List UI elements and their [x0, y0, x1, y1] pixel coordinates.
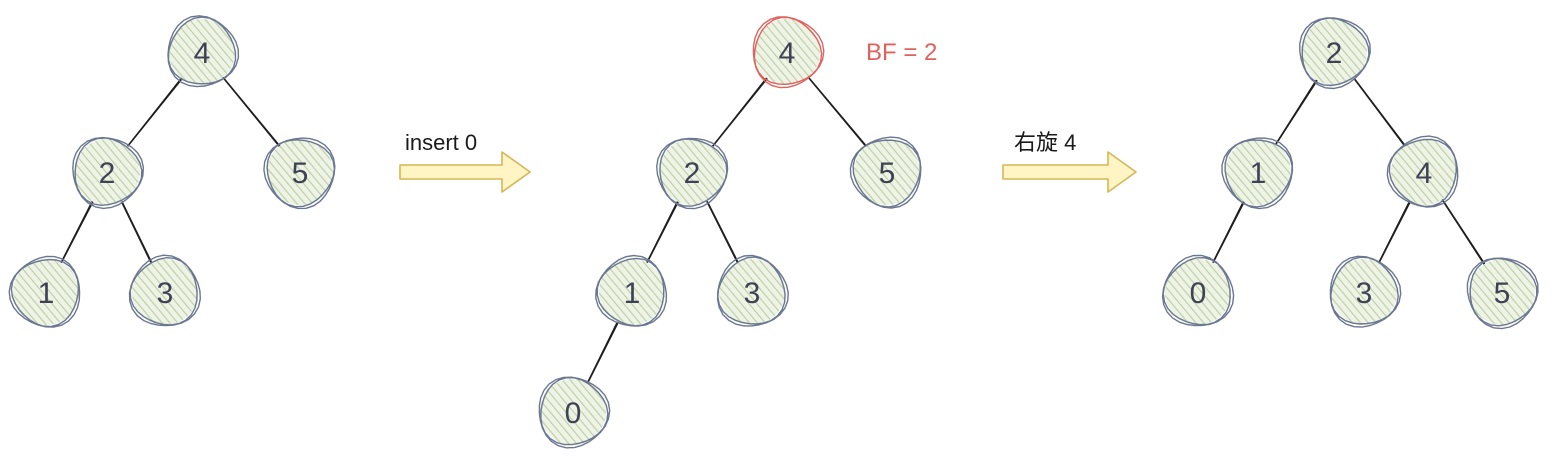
edge-after-rotate-n4-n5 — [1440, 198, 1486, 266]
arrow-rotate: 右旋 4 — [1002, 130, 1137, 193]
balance-factor-label: BF = 2 — [866, 39, 937, 66]
edge-after-insert-n2-n1 — [645, 200, 680, 264]
node-after-insert-n0: 0 — [538, 376, 611, 449]
node-outline — [72, 136, 145, 210]
node-outline — [538, 376, 611, 449]
node-outline-highlight — [752, 16, 825, 89]
node-fill — [754, 19, 820, 85]
node-fill — [719, 259, 785, 325]
node-label: 0 — [565, 397, 582, 430]
node-after-insert-n4: 4 — [752, 16, 825, 89]
node-outline — [167, 15, 240, 88]
node-outline — [1161, 254, 1235, 327]
nodes-layer: 4 2 5 1 3 4 2 5 1 3 0 2 1 4 0 3 5 — [8, 15, 1539, 449]
node-fill — [540, 379, 606, 445]
node-label: 4 — [194, 37, 211, 70]
node-label: 5 — [879, 157, 896, 190]
edge-after-rotate-n1-n0 — [1211, 200, 1246, 264]
node-after-insert-n1: 1 — [595, 254, 668, 327]
edge-after-rotate-n2-n4 — [1352, 77, 1407, 147]
edge-after-insert-n2-n3 — [705, 200, 740, 264]
node-label: 4 — [1416, 157, 1433, 190]
arrow-label: 右旋 4 — [1014, 130, 1076, 155]
arrow-insert: insert 0 — [399, 130, 531, 193]
node-fill — [169, 19, 235, 85]
node-after-rotate-n5: 5 — [1466, 257, 1539, 330]
node-outline — [1299, 17, 1371, 90]
arrow-label: insert 0 — [405, 130, 477, 155]
node-outline — [595, 254, 668, 327]
node-after-insert-n5: 5 — [849, 136, 922, 209]
node-before-n5: 5 — [263, 137, 336, 210]
edge-before-n4-n5 — [221, 76, 282, 148]
node-label: 1 — [1250, 157, 1267, 190]
arrow-body — [399, 151, 531, 193]
node-fill — [267, 139, 333, 205]
arrows-layer: insert 0 右旋 4 — [399, 130, 1137, 193]
node-outline — [849, 136, 922, 209]
node-outline — [1386, 135, 1459, 208]
node-after-rotate-n2: 2 — [1299, 17, 1371, 90]
node-outline — [655, 137, 729, 210]
edge-before-n2-n3 — [120, 200, 153, 264]
node-outline — [1221, 137, 1294, 210]
node-after-rotate-n3: 3 — [1329, 255, 1402, 328]
node-after-rotate-n1: 1 — [1221, 137, 1294, 210]
edge-after-insert-n4-n5 — [807, 76, 868, 148]
node-label: 5 — [292, 157, 309, 190]
edge-before-n4-n2 — [126, 76, 184, 148]
node-outline — [263, 137, 336, 210]
node-label: 5 — [1494, 277, 1511, 310]
node-fill — [1301, 19, 1367, 85]
node-fill — [74, 139, 140, 205]
node-label: 1 — [624, 277, 641, 310]
node-before-n3: 3 — [128, 254, 202, 327]
node-after-rotate-n0: 0 — [1161, 254, 1235, 327]
node-before-n2: 2 — [72, 136, 145, 210]
node-label: 1 — [38, 277, 55, 310]
node-fill — [1165, 259, 1231, 325]
node-label: 3 — [1356, 277, 1373, 310]
node-fill — [1391, 139, 1457, 205]
edges-layer — [59, 76, 1486, 384]
arrow-body — [1002, 151, 1137, 193]
node-label: 4 — [779, 37, 796, 70]
node-after-rotate-n4: 4 — [1386, 135, 1459, 208]
node-after-insert-n3: 3 — [716, 254, 789, 327]
node-outline — [128, 254, 202, 327]
node-outline — [716, 254, 789, 327]
node-label: 3 — [744, 277, 761, 310]
node-label: 3 — [157, 277, 174, 310]
node-before-n4: 4 — [167, 15, 240, 88]
node-fill — [132, 259, 198, 325]
edge-after-rotate-n2-n1 — [1274, 78, 1319, 146]
node-fill — [1331, 259, 1397, 325]
node-fill — [1469, 259, 1535, 325]
node-fill — [13, 259, 79, 325]
node-outline — [1329, 255, 1402, 328]
node-fill — [659, 139, 725, 205]
node-outline — [8, 255, 81, 328]
node-label: 2 — [684, 157, 701, 190]
node-fill — [854, 139, 920, 205]
node-fill — [1225, 139, 1291, 205]
edge-before-n2-n1 — [59, 200, 95, 264]
labels-layer: BF = 2 — [866, 39, 937, 66]
node-label: 0 — [1190, 277, 1207, 310]
node-fill — [599, 259, 665, 325]
node-outline — [1466, 257, 1539, 330]
node-after-insert-n2: 2 — [655, 137, 729, 210]
edge-after-insert-n4-n2 — [711, 76, 769, 148]
node-label: 2 — [99, 157, 116, 190]
node-before-n1: 1 — [8, 255, 81, 328]
edge-after-insert-n1-n0 — [586, 320, 620, 384]
edge-after-rotate-n4-n3 — [1377, 200, 1412, 264]
node-label: 2 — [1326, 37, 1343, 70]
